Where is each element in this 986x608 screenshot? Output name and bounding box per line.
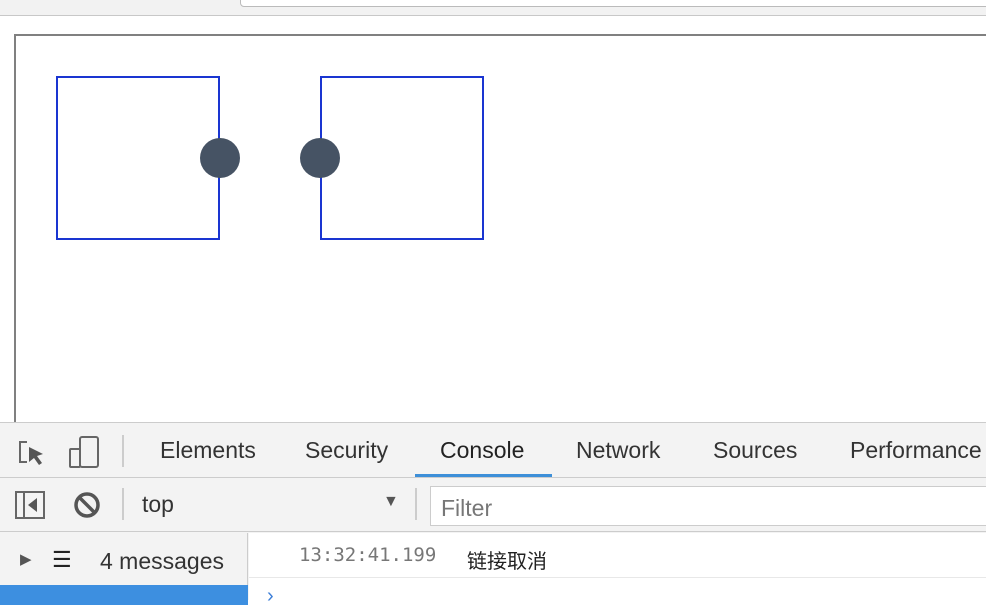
context-dropdown-icon[interactable]: ▼ <box>383 493 399 510</box>
console-log: 13:32:41.199 链接取消 › <box>249 533 986 607</box>
input-port[interactable] <box>300 138 340 178</box>
tab-elements[interactable]: Elements <box>160 437 256 463</box>
tab-console[interactable]: Console <box>440 437 525 463</box>
tab-performance[interactable]: Performance <box>850 437 982 463</box>
toggle-sidebar-icon[interactable] <box>15 491 47 519</box>
devtools-tabbar: Elements Security Console Network Source… <box>0 423 986 478</box>
browser-top-bar <box>0 0 986 16</box>
node-box-right[interactable] <box>320 76 484 240</box>
device-toolbar-icon[interactable] <box>68 435 102 469</box>
separator <box>415 488 417 520</box>
separator <box>122 435 124 467</box>
inspect-element-icon[interactable] <box>17 439 47 467</box>
filter-input[interactable]: Filter <box>430 486 986 526</box>
tab-security[interactable]: Security <box>305 437 389 463</box>
console-sidebar: ▶ ☰ 4 messages <box>0 533 248 605</box>
separator <box>122 488 124 520</box>
console-toolbar: top ▼ Filter <box>0 478 986 532</box>
tab-network[interactable]: Network <box>576 437 661 463</box>
log-timestamp: 13:32:41.199 <box>299 544 437 566</box>
log-message: 链接取消 <box>467 551 547 573</box>
messages-count[interactable]: 4 messages <box>100 548 225 574</box>
devtools-panel: Elements Security Console Network Source… <box>0 422 986 607</box>
tab-sources[interactable]: Sources <box>713 437 798 463</box>
sidebar-selected-row[interactable] <box>0 585 248 605</box>
filter-placeholder: Filter <box>441 495 493 521</box>
output-port[interactable] <box>200 138 240 178</box>
log-entry: 13:32:41.199 链接取消 <box>249 533 986 578</box>
context-selector[interactable]: top <box>142 491 174 517</box>
expand-triangle-icon[interactable]: ▶ <box>20 551 32 568</box>
clear-console-icon[interactable] <box>73 491 101 519</box>
page-canvas <box>14 34 986 434</box>
console-prompt-icon[interactable]: › <box>267 585 274 607</box>
active-tab-indicator <box>415 474 552 477</box>
node-box-left[interactable] <box>56 76 220 240</box>
address-bar[interactable] <box>240 0 986 7</box>
list-icon: ☰ <box>52 547 72 572</box>
